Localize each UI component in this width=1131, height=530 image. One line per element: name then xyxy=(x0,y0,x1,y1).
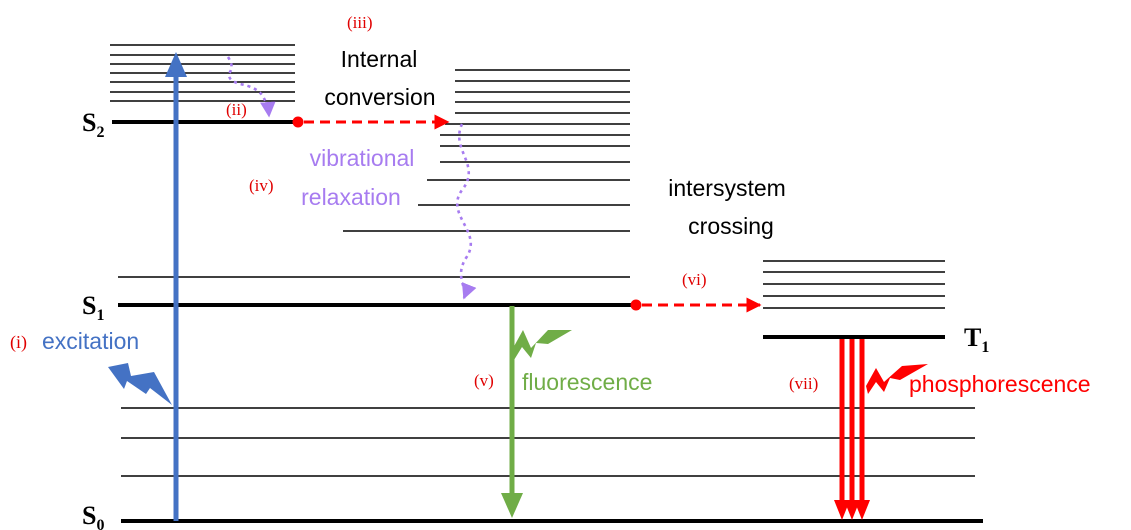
intersystem-crossing-marker: (vi) xyxy=(682,270,707,289)
t1-vibrational-levels xyxy=(763,260,945,309)
intersystem-crossing-label: intersystem xyxy=(668,175,786,201)
phosphorescence-label: phosphorescence xyxy=(909,371,1091,397)
s1-vibrational-levels xyxy=(118,69,630,278)
phosphorescence-arrows xyxy=(834,339,870,520)
s2-label: S2 xyxy=(82,108,104,141)
vibrational-relaxation-marker: (iv) xyxy=(249,176,274,195)
intersystem-crossing-label-2: crossing xyxy=(688,213,774,239)
internal-conversion-arrow xyxy=(292,114,450,130)
internal-conversion-label-2: conversion xyxy=(324,84,435,110)
excitation-label: excitation xyxy=(42,328,139,354)
fluorescence-lightning-icon xyxy=(512,330,572,360)
intersystem-crossing-arrow xyxy=(630,297,762,313)
s1-label: S1 xyxy=(82,291,104,324)
s1-vibrational-relaxation-arrow xyxy=(455,123,477,300)
excitation-marker: (i) xyxy=(10,332,27,353)
s2-vibrational-relaxation-arrow xyxy=(226,56,276,118)
phosphorescence-marker: (vii) xyxy=(789,374,818,393)
internal-conversion-marker: (iii) xyxy=(347,13,373,32)
fluorescence-arrow xyxy=(501,306,523,518)
vibrational-relaxation-label-2: relaxation xyxy=(301,184,401,210)
phosphorescence-lightning-icon xyxy=(866,364,928,394)
s0-label: S0 xyxy=(82,501,104,530)
internal-conversion-label: Internal xyxy=(341,46,418,72)
ic-marker: (ii) xyxy=(226,100,247,119)
s0-vibrational-levels xyxy=(121,407,975,477)
fluorescence-label: fluorescence xyxy=(522,369,652,395)
excitation-arrow xyxy=(165,52,187,521)
excitation-lightning-icon xyxy=(108,363,172,405)
fluorescence-marker: (v) xyxy=(474,371,494,390)
vibrational-relaxation-label: vibrational xyxy=(310,145,415,171)
t1-label: T1 xyxy=(964,323,989,356)
s2-vibrational-levels xyxy=(110,44,295,102)
